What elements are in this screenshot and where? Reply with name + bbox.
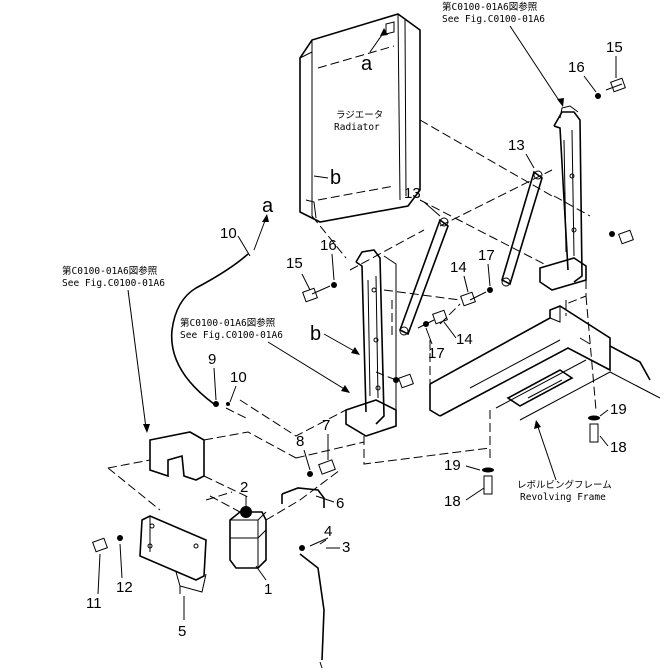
- callouts: 15 16 13 13 16 15 14 17 14 17 10 9 10 8 …: [86, 39, 627, 640]
- callout-14-top: 14: [450, 259, 467, 276]
- ref-top-right-jp: 第C0100-01A6図参照: [442, 1, 538, 13]
- letter-b-radiator: b: [330, 167, 341, 189]
- ref-left-jp: 第C0100-01A6図参照: [62, 265, 158, 277]
- radiator-label-en: Radiator: [334, 122, 380, 133]
- callout-13-right: 13: [508, 137, 525, 154]
- frame-label-jp: レボルビングフレーム: [517, 479, 612, 491]
- callout-16-right: 16: [568, 59, 585, 76]
- letter-a-hose: a: [262, 195, 274, 217]
- callout-4: 4: [324, 523, 332, 540]
- callout-5: 5: [178, 623, 186, 640]
- stay-rods: [399, 170, 543, 336]
- reference-middle: 第C0100-01A6図参照 See Fig.C0100-01A6: [180, 317, 350, 393]
- callout-7: 7: [322, 417, 330, 434]
- callout-13-mid: 13: [404, 185, 421, 202]
- callout-1: 1: [264, 581, 272, 598]
- callout-16-mid: 16: [320, 237, 337, 254]
- callout-14-bottom: 14: [456, 331, 473, 348]
- callout-9: 9: [208, 351, 216, 368]
- ref-mid-jp: 第C0100-01A6図参照: [180, 317, 276, 329]
- callout-19-right: 19: [610, 401, 627, 418]
- callout-19-bottom: 19: [444, 457, 461, 474]
- radiator: ラジエータ Radiator a b: [299, 13, 421, 223]
- ref-mid-en: See Fig.C0100-01A6: [180, 330, 283, 341]
- reservoir-tank: [229, 506, 267, 569]
- callout-10-bottom: 10: [230, 369, 247, 386]
- frame-label-en: Revolving Frame: [520, 492, 606, 503]
- callout-17-bottom: 17: [428, 345, 445, 362]
- callout-15-mid: 15: [286, 255, 303, 272]
- callout-17-top: 17: [478, 247, 495, 264]
- callout-2: 2: [240, 479, 248, 496]
- letter-b-bracket: b: [310, 323, 321, 345]
- callout-15-right: 15: [606, 39, 623, 56]
- hoses: [170, 253, 325, 669]
- callout-3: 3: [342, 539, 350, 556]
- reference-left: 第C0100-01A6図参照 See Fig.C0100-01A6: [62, 265, 165, 433]
- callout-6: 6: [336, 495, 344, 512]
- fasteners: [92, 77, 634, 553]
- callout-10-top: 10: [220, 225, 237, 242]
- callout-18-bottom: 18: [444, 493, 461, 510]
- callout-12: 12: [116, 579, 133, 596]
- revolving-frame: レボルビングフレーム Revolving Frame: [429, 305, 661, 503]
- letter-a-top: a: [361, 53, 373, 75]
- callout-8: 8: [296, 433, 304, 450]
- right-bracket: [539, 105, 587, 291]
- callout-11: 11: [86, 595, 102, 612]
- mounting-plate: [139, 515, 207, 594]
- left-bracket: [107, 431, 297, 513]
- ref-top-right-en: See Fig.C0100-01A6: [442, 14, 545, 25]
- middle-bracket: [345, 249, 397, 437]
- callout-18-right: 18: [610, 439, 627, 456]
- reference-top-right: 第C0100-01A6図参照 See Fig.C0100-01A6: [442, 1, 564, 107]
- ref-left-en: See Fig.C0100-01A6: [62, 278, 165, 289]
- radiator-label-jp: ラジエータ: [336, 110, 383, 121]
- assembly-lines: [225, 119, 597, 521]
